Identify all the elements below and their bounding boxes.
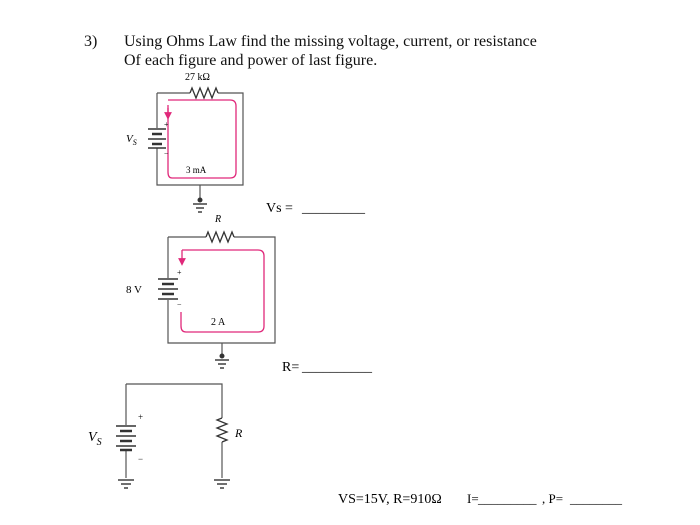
figure1-plus-sign: + [164,120,169,129]
figure2-current-loop [180,249,265,333]
figure2-current-label: 2 A [211,317,226,328]
figure1-current-label: 3 mA [186,165,207,175]
figure3-battery [116,425,136,452]
circuit-figure-1: 27 kΩ VS + − 3 mA [126,72,244,213]
figure3-current-blank: _________ [477,491,537,506]
figure2-plus-sign: + [177,268,182,277]
figure3-resistor-label: R [234,426,243,440]
circuit-figure-3: VS + − R [88,383,243,489]
question-text-line2: Of each figure and power of last figure. [124,52,378,69]
figure3-minus-sign: − [138,454,143,464]
figure1-current-loop [167,99,237,179]
figure1-resistor [189,86,219,100]
figure3-given-values: VS=15V, R=910Ω [338,492,442,507]
figure1-ground-icon [193,197,207,213]
figure2-source-label: 8 V [126,284,142,296]
figure1-wires [156,92,244,200]
figure3-power-blank: ________ [569,491,623,506]
figure3-resistor [215,417,229,443]
figure3-ground-left-icon [118,479,134,489]
figure2-battery [158,278,178,300]
figure3-ground-right-icon [214,479,230,489]
figure1-answer-label: Vs = [266,201,293,216]
figure2-answer-label: R= [282,360,299,375]
figure1-source-label: VS [126,133,137,147]
figure3-current-label: I= [467,491,479,506]
figure3-power-label: , P= [542,491,563,506]
figure2-resistor-label: R [214,214,221,225]
figure1-battery [148,128,166,149]
figure2-answer-blank: __________ [301,360,373,375]
question-text-line1: Using Ohms Law find the missing voltage,… [124,33,537,50]
figure1-minus-sign: − [164,149,169,158]
figure2-minus-sign: − [177,300,182,309]
figure1-answer-blank: _________ [301,201,366,216]
figure3-wires [125,383,223,478]
figure2-ground-icon [215,353,229,369]
figure2-resistor [205,230,235,244]
figure2-wires [167,236,276,356]
figure3-source-label: VS [88,430,102,448]
figure1-resistor-label: 27 kΩ [185,72,210,83]
figure3-plus-sign: + [138,412,143,422]
question-number: 3) [84,33,98,50]
circuit-figure-2: R 8 V + − 2 A [126,214,276,369]
